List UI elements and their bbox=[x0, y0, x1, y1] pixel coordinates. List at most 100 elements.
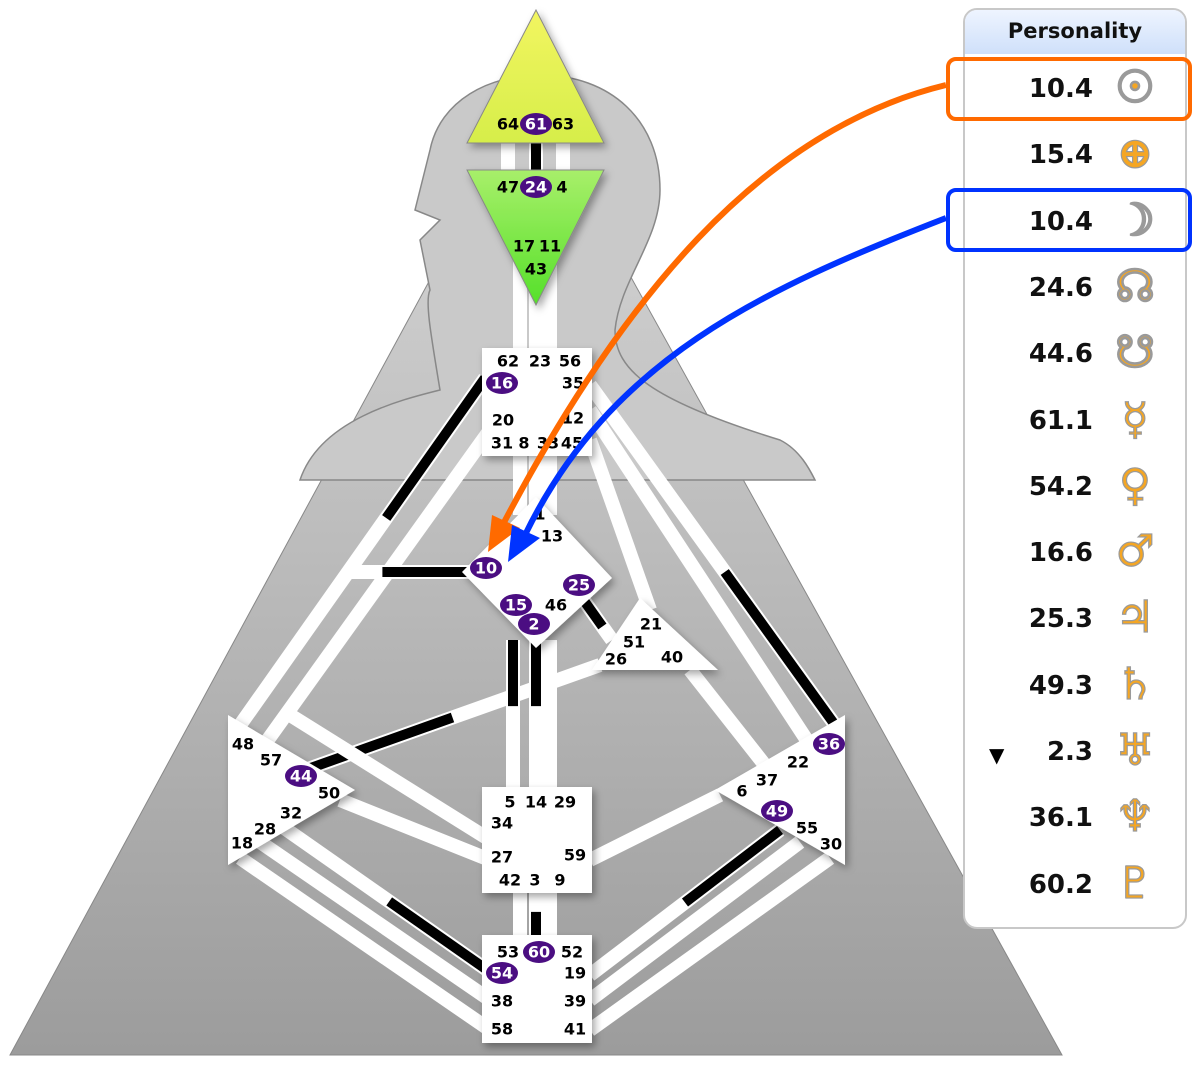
gate-31[interactable]: 31 bbox=[491, 434, 513, 453]
blue-arrowhead bbox=[508, 525, 540, 562]
gate-54[interactable]: 54 bbox=[491, 964, 513, 983]
active-gate-marker bbox=[761, 800, 793, 822]
gate-14[interactable]: 14 bbox=[525, 793, 547, 812]
gate-22[interactable]: 22 bbox=[787, 753, 809, 772]
gate-42[interactable]: 42 bbox=[499, 871, 521, 890]
gate-13[interactable]: 13 bbox=[541, 527, 563, 546]
gate-32[interactable]: 32 bbox=[280, 804, 302, 823]
panel-title: Personality bbox=[965, 10, 1185, 54]
gate-51[interactable]: 51 bbox=[623, 633, 645, 652]
gate-52[interactable]: 52 bbox=[561, 943, 583, 962]
gate-4[interactable]: 4 bbox=[556, 178, 567, 197]
gate-55[interactable]: 55 bbox=[796, 819, 818, 838]
gate-60[interactable]: 60 bbox=[528, 943, 550, 962]
gate-19[interactable]: 19 bbox=[564, 964, 586, 983]
planet-row[interactable]: 49.3♄ bbox=[965, 658, 1185, 719]
channel bbox=[585, 852, 835, 1036]
gate-line-value: 54.2 bbox=[1028, 471, 1093, 502]
planet-row[interactable]: 10.4☽ bbox=[965, 194, 1185, 255]
head-center bbox=[466, 8, 605, 144]
north-node-icon: ☊ bbox=[1115, 260, 1155, 312]
gate-3[interactable]: 3 bbox=[529, 871, 540, 890]
planet-row[interactable]: 16.6♂ bbox=[965, 525, 1185, 586]
gate-48[interactable]: 48 bbox=[232, 735, 254, 754]
planet-row[interactable]: 15.4⊕ bbox=[965, 128, 1185, 188]
gate-26[interactable]: 26 bbox=[605, 650, 627, 669]
gate-59[interactable]: 59 bbox=[564, 846, 586, 865]
gate-36[interactable]: 36 bbox=[818, 735, 840, 754]
gate-41[interactable]: 41 bbox=[564, 1020, 586, 1039]
channel bbox=[584, 406, 816, 749]
gate-64[interactable]: 64 bbox=[497, 115, 519, 134]
channel bbox=[337, 793, 493, 867]
gate-43[interactable]: 43 bbox=[525, 260, 547, 279]
gate-20[interactable]: 20 bbox=[492, 411, 514, 430]
gate-6[interactable]: 6 bbox=[736, 782, 747, 801]
channel bbox=[256, 425, 496, 753]
gate-27[interactable]: 27 bbox=[491, 848, 513, 867]
gate-18[interactable]: 18 bbox=[231, 834, 253, 853]
solar-plexus-center bbox=[715, 715, 845, 865]
head-silhouette bbox=[298, 74, 817, 481]
gate-58[interactable]: 58 bbox=[491, 1020, 513, 1039]
gate-line-value: 25.3 bbox=[1028, 604, 1093, 635]
gate-37[interactable]: 37 bbox=[756, 771, 778, 790]
planet-row[interactable]: 61.1☿ bbox=[965, 393, 1185, 454]
gate-24[interactable]: 24 bbox=[525, 178, 547, 197]
gate-46[interactable]: 46 bbox=[545, 596, 567, 615]
active-gate-marker bbox=[813, 733, 845, 755]
planet-row[interactable]: 25.3♃ bbox=[965, 592, 1185, 652]
active-gate-marker bbox=[500, 594, 532, 616]
active-gate-marker bbox=[523, 941, 555, 963]
planet-row[interactable]: 10.4☉ bbox=[965, 61, 1185, 122]
gate-28[interactable]: 28 bbox=[254, 820, 276, 839]
gate-39[interactable]: 39 bbox=[564, 992, 586, 1011]
gate-30[interactable]: 30 bbox=[820, 835, 842, 854]
gate-25[interactable]: 25 bbox=[568, 576, 590, 595]
gate-34[interactable]: 34 bbox=[491, 814, 513, 833]
gate-35[interactable]: 35 bbox=[562, 374, 584, 393]
venus-icon: ♀ bbox=[1118, 459, 1152, 511]
gate-40[interactable]: 40 bbox=[661, 648, 683, 667]
gate-56[interactable]: 56 bbox=[559, 352, 581, 371]
gate-38[interactable]: 38 bbox=[491, 992, 513, 1011]
gate-23[interactable]: 23 bbox=[529, 352, 551, 371]
uranus-icon: ♅ bbox=[1115, 724, 1156, 776]
gate-16[interactable]: 16 bbox=[491, 374, 513, 393]
gate-5[interactable]: 5 bbox=[504, 793, 515, 812]
gate-29[interactable]: 29 bbox=[554, 793, 576, 812]
gate-44[interactable]: 44 bbox=[290, 767, 312, 786]
gate-47[interactable]: 47 bbox=[497, 178, 519, 197]
planet-row[interactable]: 54.2 ♀ bbox=[965, 459, 1185, 520]
gate-11[interactable]: 11 bbox=[539, 237, 561, 256]
planet-row[interactable]: 24.6☊ bbox=[965, 260, 1185, 321]
sun-highlight-box bbox=[946, 57, 1192, 121]
gate-15[interactable]: 15 bbox=[505, 596, 527, 615]
gate-50[interactable]: 50 bbox=[318, 784, 340, 803]
gate-62[interactable]: 62 bbox=[497, 352, 519, 371]
gate-61[interactable]: 61 bbox=[525, 115, 547, 134]
gate-8[interactable]: 8 bbox=[518, 434, 529, 453]
moon-highlight-box bbox=[946, 188, 1192, 252]
gate-49[interactable]: 49 bbox=[766, 802, 788, 821]
active-gate-marker bbox=[486, 962, 518, 984]
gate-line-value: 10.4 bbox=[1028, 74, 1093, 104]
planet-row[interactable]: 60.2♇ bbox=[965, 857, 1185, 918]
gate-21[interactable]: 21 bbox=[640, 615, 662, 634]
active-gate-marker bbox=[518, 613, 550, 635]
gate-10[interactable]: 10 bbox=[475, 559, 497, 578]
channel-activation bbox=[681, 826, 784, 907]
ego-center bbox=[592, 598, 718, 670]
gate-63[interactable]: 63 bbox=[552, 115, 574, 134]
gate-53[interactable]: 53 bbox=[497, 943, 519, 962]
gate-17[interactable]: 17 bbox=[513, 237, 535, 256]
gate-9[interactable]: 9 bbox=[554, 871, 565, 890]
gate-2[interactable]: 2 bbox=[528, 615, 539, 634]
planet-row[interactable]: ▼2.3♅ bbox=[965, 724, 1185, 785]
planet-row[interactable]: 44.6☋ bbox=[965, 327, 1185, 387]
gate-1[interactable]: 1 bbox=[534, 505, 545, 524]
earth-icon: ⊕ bbox=[1116, 128, 1154, 180]
planet-row[interactable]: 36.1♆ bbox=[965, 791, 1185, 851]
active-gate-marker bbox=[563, 574, 595, 596]
gate-57[interactable]: 57 bbox=[260, 751, 282, 770]
